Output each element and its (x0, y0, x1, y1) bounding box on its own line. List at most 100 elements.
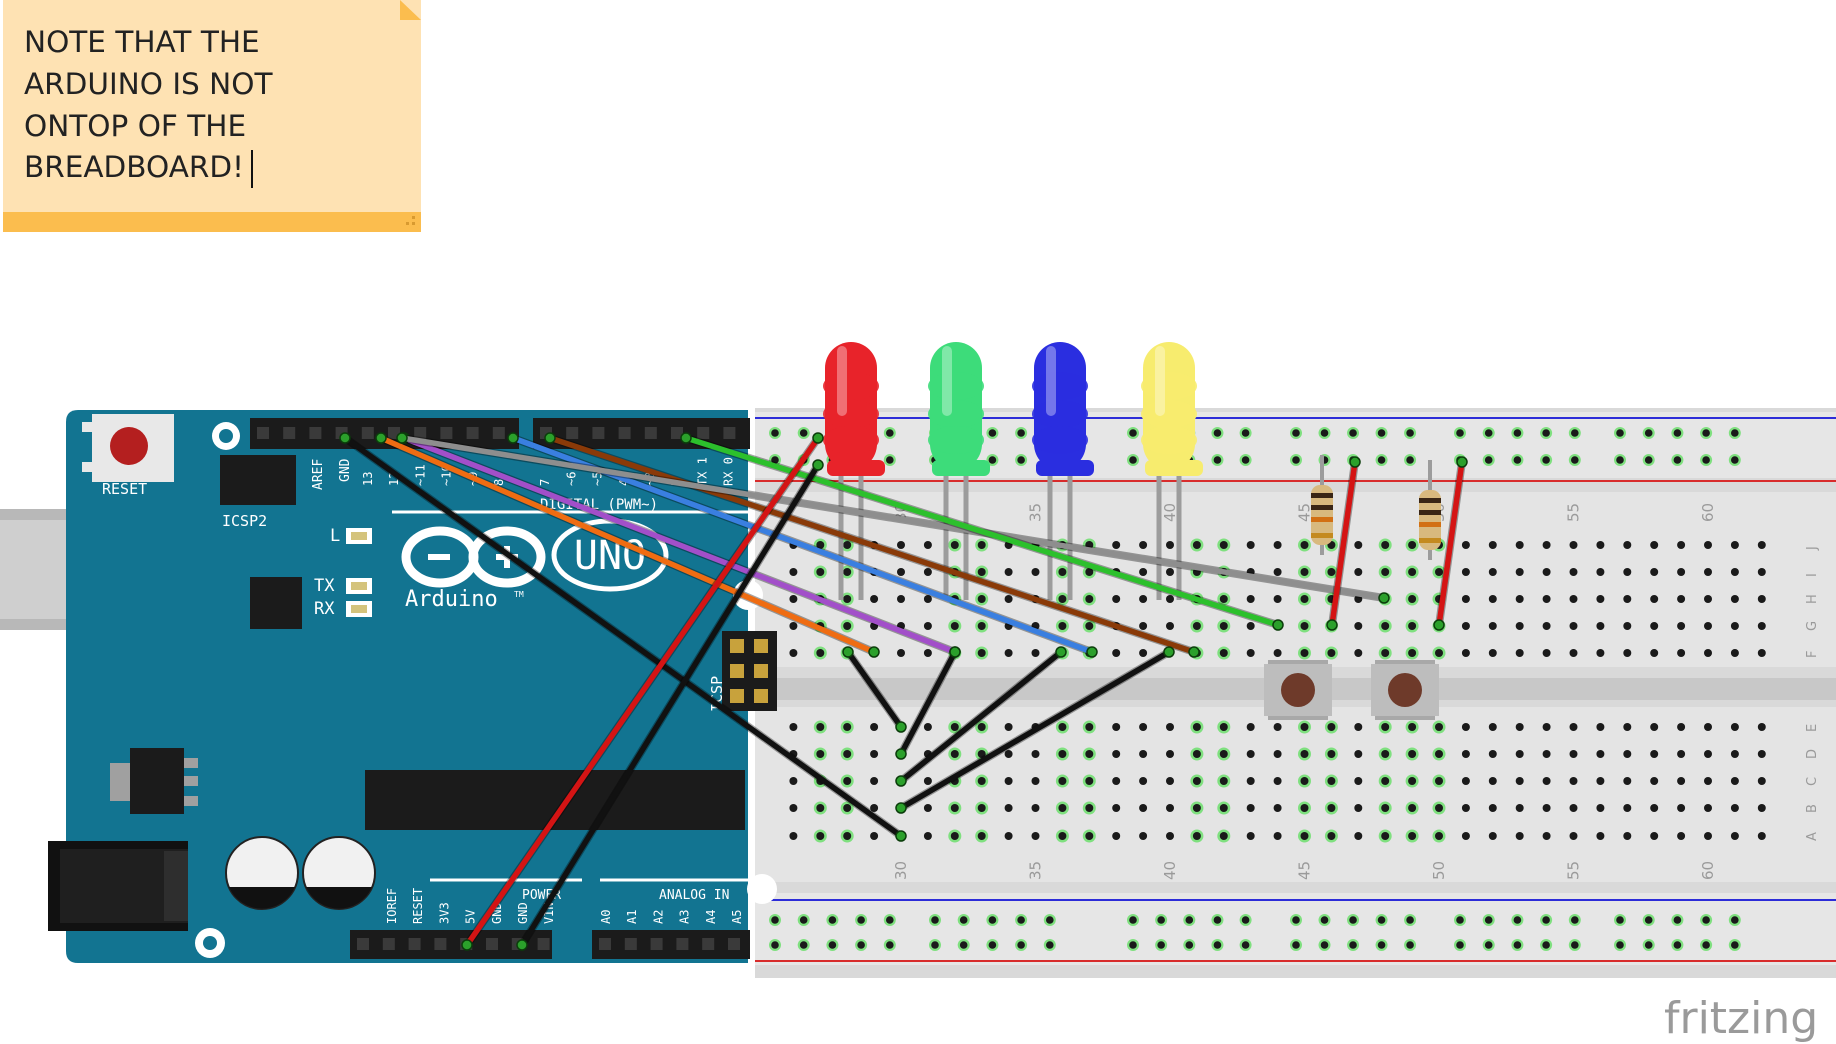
icsp-pin[interactable] (730, 664, 744, 678)
breadboard-hole[interactable] (1757, 595, 1766, 603)
breadboard-hole[interactable] (816, 723, 825, 731)
black-wire[interactable] (895, 646, 1175, 814)
rail-hole[interactable] (1484, 429, 1493, 437)
breadboard-hole[interactable] (1112, 649, 1121, 657)
rail-hole[interactable] (886, 429, 894, 437)
rail-hole[interactable] (1571, 941, 1579, 949)
rail-hole[interactable] (1377, 916, 1386, 924)
rail-hole[interactable] (1320, 916, 1329, 924)
breadboard-hole[interactable] (1139, 568, 1148, 576)
breadboard-hole[interactable] (1273, 804, 1282, 812)
rail-hole[interactable] (1702, 429, 1710, 437)
rail-hole[interactable] (1185, 916, 1194, 924)
breadboard-hole[interactable] (1085, 568, 1094, 576)
breadboard-hole[interactable] (843, 622, 852, 630)
breadboard-hole[interactable] (1408, 541, 1417, 549)
breadboard-hole[interactable] (1488, 595, 1497, 603)
breadboard-hole[interactable] (1058, 750, 1067, 758)
breadboard-hole[interactable] (1058, 832, 1067, 840)
breadboard-hole[interactable] (1354, 750, 1363, 758)
rail-hole[interactable] (1349, 429, 1357, 437)
leds[interactable] (823, 342, 1203, 600)
breadboard-hole[interactable] (1085, 777, 1094, 785)
breadboard-hole[interactable] (1327, 649, 1336, 657)
breadboard-hole[interactable] (1488, 541, 1497, 549)
rail-hole[interactable] (959, 941, 968, 949)
breadboard-hole[interactable] (1273, 541, 1282, 549)
wire-end[interactable] (949, 646, 961, 658)
breadboard-hole[interactable] (1569, 649, 1578, 657)
breadboard-hole[interactable] (1112, 750, 1121, 758)
breadboard-hole[interactable] (950, 541, 959, 549)
breadboard-hole[interactable] (1085, 750, 1094, 758)
red-wire-5v[interactable] (461, 432, 824, 951)
black-wire[interactable] (895, 646, 1067, 787)
breadboard-hole[interactable] (1596, 804, 1605, 812)
rail-hole[interactable] (1241, 941, 1250, 949)
rail-hole[interactable] (1017, 456, 1025, 464)
breadboard-hole[interactable] (1004, 804, 1013, 812)
breadboard-hole[interactable] (789, 649, 798, 657)
rail-hole[interactable] (1484, 941, 1493, 949)
header-pin[interactable] (702, 938, 715, 950)
breadboard-hole[interactable] (1730, 723, 1739, 731)
breadboard-hole[interactable] (1569, 832, 1578, 840)
breadboard-hole[interactable] (1623, 649, 1632, 657)
breadboard-hole[interactable] (843, 541, 852, 549)
breadboard-hole[interactable] (1004, 568, 1013, 576)
breadboard-hole[interactable] (1300, 649, 1309, 657)
breadboard-hole[interactable] (1112, 541, 1121, 549)
breadboard-hole[interactable] (1704, 777, 1712, 785)
breadboard-hole[interactable] (1461, 622, 1470, 630)
wire-end[interactable] (812, 459, 824, 471)
rail-hole[interactable] (1673, 916, 1682, 924)
breadboard-hole[interactable] (923, 777, 932, 785)
breadboard-hole[interactable] (1166, 723, 1174, 731)
rail-hole[interactable] (1731, 941, 1739, 949)
breadboard-hole[interactable] (950, 832, 959, 840)
breadboard-hole[interactable] (1515, 723, 1524, 731)
breadboard-hole[interactable] (977, 832, 986, 840)
breadboard-hole[interactable] (1166, 622, 1174, 630)
breadboard-hole[interactable] (1596, 832, 1605, 840)
rail-hole[interactable] (1673, 429, 1682, 437)
rail-hole[interactable] (1213, 429, 1222, 437)
rail-hole[interactable] (1673, 941, 1682, 949)
rail-hole[interactable] (988, 456, 997, 464)
breadboard-hole[interactable] (1327, 568, 1336, 576)
rail-hole[interactable] (886, 456, 894, 464)
breadboard-hole[interactable] (1354, 595, 1363, 603)
rail-hole[interactable] (1129, 456, 1137, 464)
icsp-pin[interactable] (730, 639, 744, 653)
breadboard-hole[interactable] (950, 723, 959, 731)
breadboard-hole[interactable] (789, 622, 798, 630)
rail-hole[interactable] (1129, 916, 1137, 924)
wire-end[interactable] (396, 432, 408, 444)
breadboard-hole[interactable] (1515, 622, 1524, 630)
rail-hole[interactable] (1542, 916, 1550, 924)
breadboard-hole[interactable] (1085, 595, 1094, 603)
breadboard-hole[interactable] (897, 541, 905, 549)
rail-hole[interactable] (771, 941, 779, 949)
breadboard-hole[interactable] (1219, 622, 1228, 630)
rail-hole[interactable] (771, 429, 779, 437)
breadboard-hole[interactable] (1004, 750, 1013, 758)
header-pin[interactable] (723, 427, 736, 439)
breadboard-hole[interactable] (1704, 649, 1712, 657)
breadboard-hole[interactable] (843, 568, 852, 576)
icsp-pins[interactable] (730, 639, 768, 703)
breadboard-hole[interactable] (923, 595, 932, 603)
breadboard-hole[interactable] (870, 750, 879, 758)
breadboard-hole[interactable] (1327, 750, 1336, 758)
rail-hole[interactable] (1571, 916, 1579, 924)
rail-hole[interactable] (1731, 429, 1739, 437)
breadboard-hole[interactable] (1650, 568, 1659, 576)
rail-hole[interactable] (1241, 456, 1250, 464)
breadboard-hole[interactable] (1488, 804, 1497, 812)
breadboard-hole[interactable] (1677, 649, 1686, 657)
breadboard-hole[interactable] (1569, 595, 1578, 603)
rail-hole[interactable] (1616, 941, 1624, 949)
breadboard-hole[interactable] (923, 723, 932, 731)
breadboard-hole[interactable] (1488, 622, 1497, 630)
breadboard-hole[interactable] (1408, 649, 1417, 657)
